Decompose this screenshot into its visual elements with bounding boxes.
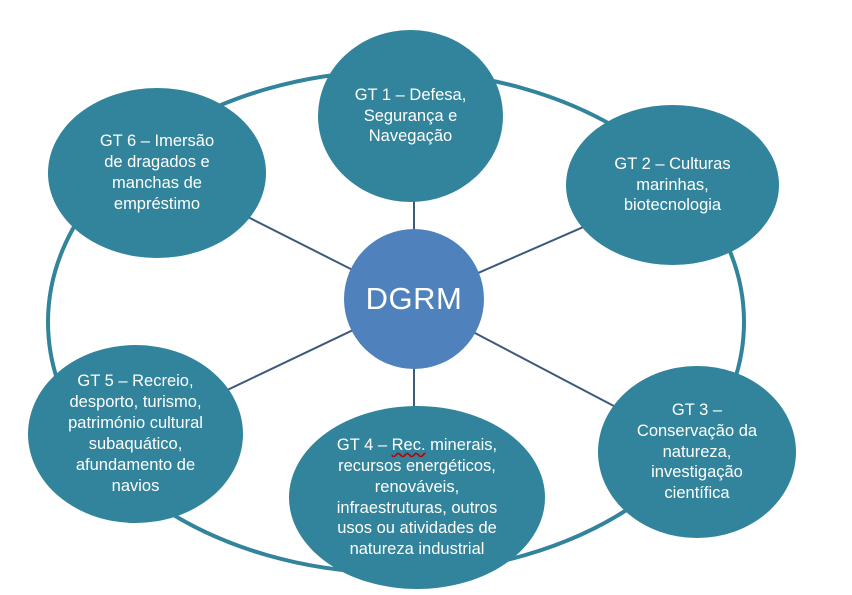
node-gt6: GT 6 – Imersão de dragados e manchas de … (48, 88, 266, 258)
node-gt2-label: GT 2 – Culturas marinhas, biotecnologia (614, 154, 731, 215)
node-gt4: GT 4 – Rec. minerais, recursos energétic… (289, 406, 545, 589)
node-gt1: GT 1 – Defesa, Segurança e Navegação (318, 30, 503, 202)
node-gt6-label: GT 6 – Imersão de dragados e manchas de … (99, 132, 215, 213)
node-gt4-label-marked: Rec. (391, 435, 426, 454)
node-gt3: GT 3 – Conservação da natureza, investig… (598, 366, 796, 538)
center-label: DGRM (365, 281, 463, 316)
node-gt5-label: GT 5 – Recreio, desporto, turismo, patri… (68, 372, 203, 495)
node-gt4-label-rest: minerais, recursos energéticos, renováve… (336, 435, 498, 559)
node-dgrm: DGRM (344, 229, 484, 369)
node-gt1-label: GT 1 – Defesa, Segurança e Navegação (354, 85, 467, 146)
node-gt2: GT 2 – Culturas marinhas, biotecnologia (566, 105, 779, 265)
node-gt4-label-prefix: GT 4 – (336, 435, 392, 454)
node-gt5: GT 5 – Recreio, desporto, turismo, patri… (28, 345, 243, 523)
node-gt4-label: GT 4 – Rec. minerais, recursos energétic… (337, 435, 498, 561)
node-gt3-label: GT 3 – Conservação da natureza, investig… (636, 400, 758, 503)
